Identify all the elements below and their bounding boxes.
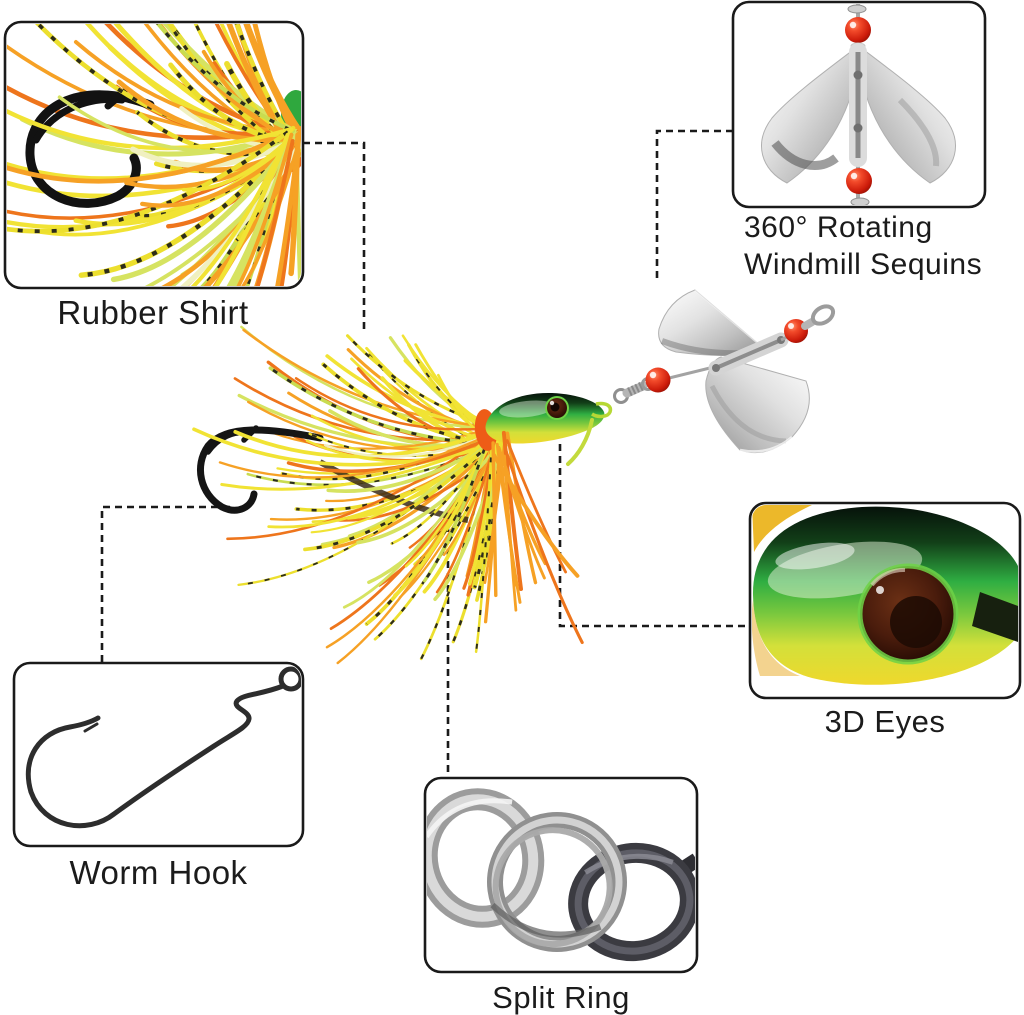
- main-lure-photo: [192, 289, 836, 665]
- skirt-collar: [474, 409, 498, 451]
- split-ring-dark: [568, 842, 695, 962]
- worm-hook-label: Worm Hook: [69, 854, 248, 891]
- windmill-blade-photo: [761, 4, 956, 205]
- split-ring-box: [423, 776, 699, 974]
- windmill-sequins-label: 360° Rotating Windmill Sequins: [744, 209, 982, 283]
- barrel-swivel: [613, 388, 629, 404]
- split-ring-photo: [427, 788, 695, 962]
- blade-assembly: [613, 289, 836, 454]
- wire-keeper: [591, 401, 613, 419]
- fish-eye: [545, 396, 569, 420]
- worm-hook-box: [12, 661, 305, 848]
- rubber-shirt-box: [3, 20, 305, 290]
- split-ring-left: [427, 788, 545, 928]
- windmill-label-line1: 360° Rotating: [744, 211, 933, 244]
- blade-wing-lower: [705, 356, 810, 454]
- blade-sleeve: [708, 332, 789, 376]
- line-tie-eyelet: [810, 304, 836, 326]
- callout-line-3d-eyes: [558, 444, 750, 628]
- callout-lines: [100, 129, 750, 777]
- split-ring-label: Split Ring: [492, 980, 630, 1015]
- callout-line-rubber-shirt: [303, 141, 366, 329]
- fish-head: [485, 392, 613, 466]
- callout-line-worm-hook: [100, 505, 230, 662]
- 3d-eyes-label: 3D Eyes: [824, 704, 946, 739]
- rubber-skirt-photo: [7, 24, 301, 286]
- 3d-eyes-box: [748, 501, 1022, 700]
- rubber-shirt-label: Rubber Shirt: [57, 294, 249, 331]
- blade-wing-upper: [658, 289, 769, 356]
- windmill-label-line2: Windmill Sequins: [744, 248, 983, 281]
- red-bead-upper: [784, 319, 808, 343]
- worm-hook-drawing: [25, 666, 301, 829]
- callout-line-windmill: [655, 129, 733, 282]
- rubber-skirt: [220, 325, 508, 665]
- split-ring-middle: [487, 812, 627, 952]
- 3d-eyes-photo: [752, 505, 1018, 685]
- windmill-sequins-box: [731, 0, 987, 209]
- red-bead-lower: [645, 367, 671, 393]
- jig-hook: [197, 425, 469, 523]
